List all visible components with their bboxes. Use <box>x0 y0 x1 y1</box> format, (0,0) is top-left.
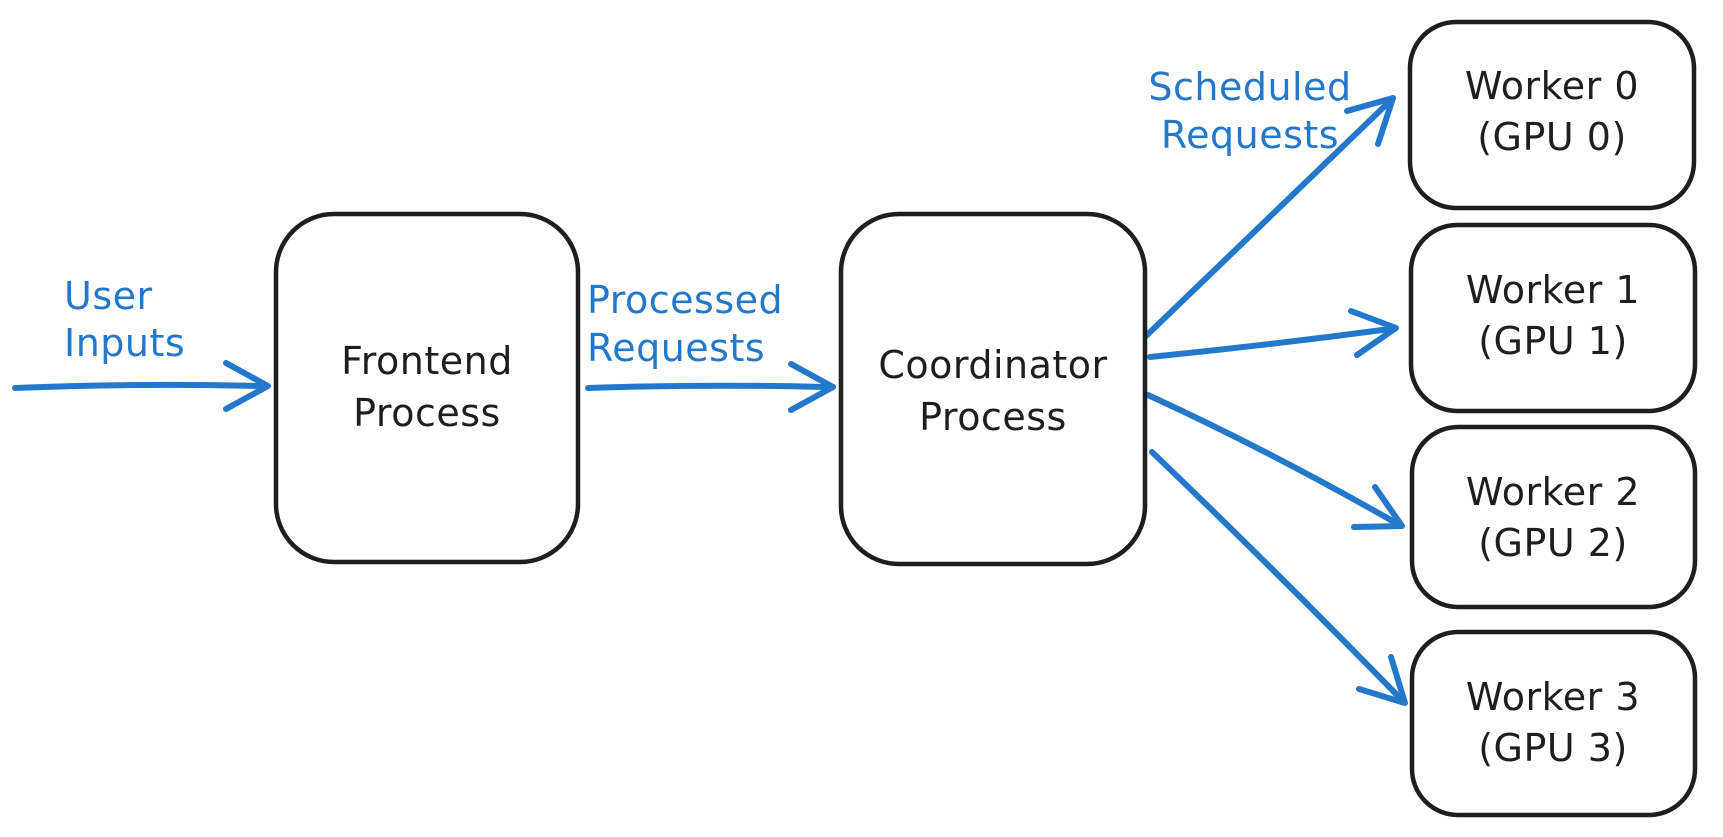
scheduled-arrow-worker-3 <box>1149 449 1408 706</box>
worker-2-box <box>1409 424 1698 610</box>
frontend-process-node: Frontend Process <box>273 211 581 565</box>
worker-0-label-line-1: Worker 0 <box>1465 64 1639 108</box>
worker-2-label-line-1: Worker 2 <box>1466 470 1640 514</box>
user-inputs-label-line-2: Inputs <box>64 321 185 365</box>
scheduled-arrow-worker-1-shaft <box>1147 326 1393 360</box>
worker-0-label-line-2: (GPU 0) <box>1477 115 1627 159</box>
scheduled-requests-label-line-1: Scheduled <box>1148 65 1351 109</box>
worker-3-label-line-2: (GPU 3) <box>1478 726 1628 770</box>
scheduled-arrow-worker-2-head <box>1351 484 1405 530</box>
worker-1-box <box>1408 222 1698 414</box>
scheduled-arrow-worker-0 <box>1142 95 1396 340</box>
scheduled-requests-label-line-2: Requests <box>1161 113 1339 157</box>
worker-0-box <box>1407 19 1697 211</box>
scheduled-arrow-worker-3-head <box>1356 654 1408 706</box>
processed-requests-arrowhead <box>788 361 836 413</box>
coordinator-process-label-line-1: Coordinator <box>878 343 1107 387</box>
worker-3-box <box>1409 629 1698 818</box>
scheduled-arrow-worker-0-head <box>1344 95 1396 147</box>
processed-requests-arrow-shaft <box>585 382 827 391</box>
user-inputs-label-line-1: User <box>64 274 153 318</box>
worker-2-label-line-2: (GPU 2) <box>1478 521 1628 565</box>
scheduled-arrow-worker-0-shaft <box>1142 100 1391 340</box>
frontend-process-label-line-2: Process <box>353 391 501 435</box>
scheduled-arrow-worker-1-head <box>1348 308 1399 358</box>
processed-requests-arrow <box>585 361 836 413</box>
scheduled-requests-label: Scheduled Requests <box>1148 65 1351 157</box>
user-inputs-label: User Inputs <box>64 274 185 365</box>
frontend-process-box <box>273 211 581 565</box>
frontend-process-label-line-1: Frontend <box>341 339 513 383</box>
user-inputs-arrowhead <box>223 360 271 412</box>
worker-3-label-line-1: Worker 3 <box>1466 675 1640 719</box>
coordinator-process-box <box>838 211 1148 567</box>
worker-1-label-line-1: Worker 1 <box>1466 268 1640 312</box>
processed-requests-label-line-1: Processed <box>587 278 783 322</box>
coordinator-process-label-line-2: Process <box>919 395 1067 439</box>
coordinator-process-node: Coordinator Process <box>838 211 1148 567</box>
processed-requests-label-line-2: Requests <box>587 326 765 370</box>
worker-0-node: Worker 0 (GPU 0) <box>1407 19 1697 211</box>
worker-1-label-line-2: (GPU 1) <box>1478 319 1628 363</box>
worker-3-node: Worker 3 (GPU 3) <box>1409 629 1698 818</box>
user-inputs-arrow-shaft <box>12 381 263 391</box>
scheduled-arrow-worker-1 <box>1147 308 1399 360</box>
processed-requests-label: Processed Requests <box>587 278 783 370</box>
scheduled-arrow-worker-2 <box>1145 392 1405 530</box>
worker-1-node: Worker 1 (GPU 1) <box>1408 222 1698 414</box>
scheduled-arrow-worker-2-shaft <box>1145 392 1399 526</box>
worker-2-node: Worker 2 (GPU 2) <box>1409 424 1698 610</box>
scheduled-arrow-worker-3-shaft <box>1149 449 1402 700</box>
user-inputs-arrow <box>12 360 271 412</box>
